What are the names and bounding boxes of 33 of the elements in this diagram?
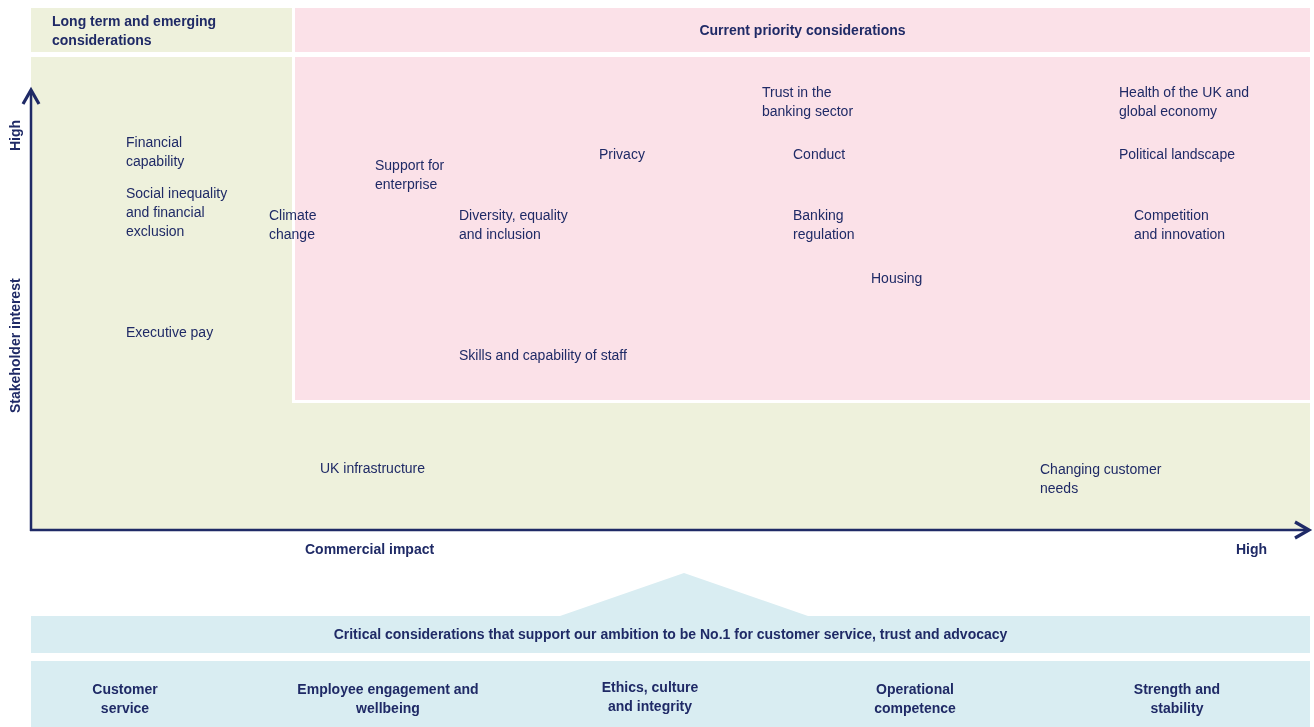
topic-label: Executive pay [126,323,215,342]
axis-title: Commercial impact [305,540,436,559]
heading: Long term and emerging considerations [52,12,218,50]
topic-label: Trust in the banking sector [762,83,855,121]
pillar-label: Employee engagement and wellbeing [296,680,480,718]
topic-label: Health of the UK and global economy [1119,83,1250,121]
topic-label: Conduct [793,145,847,164]
topic-label: Social inequality and financial exclusion [126,184,229,241]
pillar-label: Strength and stability [1132,680,1222,718]
topic-label: Competition and innovation [1134,206,1227,244]
axis-label: High [6,119,24,151]
topic-label: Diversity, equality and inclusion [459,206,569,244]
heading: Critical considerations that support our ambition to be No.1 for customer service, trust and advocacy [332,625,1009,644]
topic-label: Support for enterprise [375,156,446,194]
category-header [31,8,292,52]
heading: Current priority considerations [698,21,907,40]
topic-label: Financial capability [126,133,186,171]
pillar-band [31,661,1310,727]
topic-label: Climate change [269,206,318,244]
topic-label: Political landscape [1119,145,1236,164]
topic-label: Banking regulation [793,206,856,244]
pillar-label: Ethics, culture and integrity [600,678,700,716]
pillar-label: Customer service [91,680,159,718]
topic-label: Changing customer needs [1040,460,1163,498]
banner [31,573,1310,653]
topic-label: Housing [871,269,924,288]
category-header [295,8,1310,52]
topic-label: Privacy [599,145,646,164]
pillar-label: Operational competence [873,680,957,718]
topic-label: UK infrastructure [320,459,427,478]
axis-label: High [1236,540,1269,559]
topic-label: Skills and capability of staff [459,346,628,365]
axis-title: Stakeholder interest [6,277,24,413]
